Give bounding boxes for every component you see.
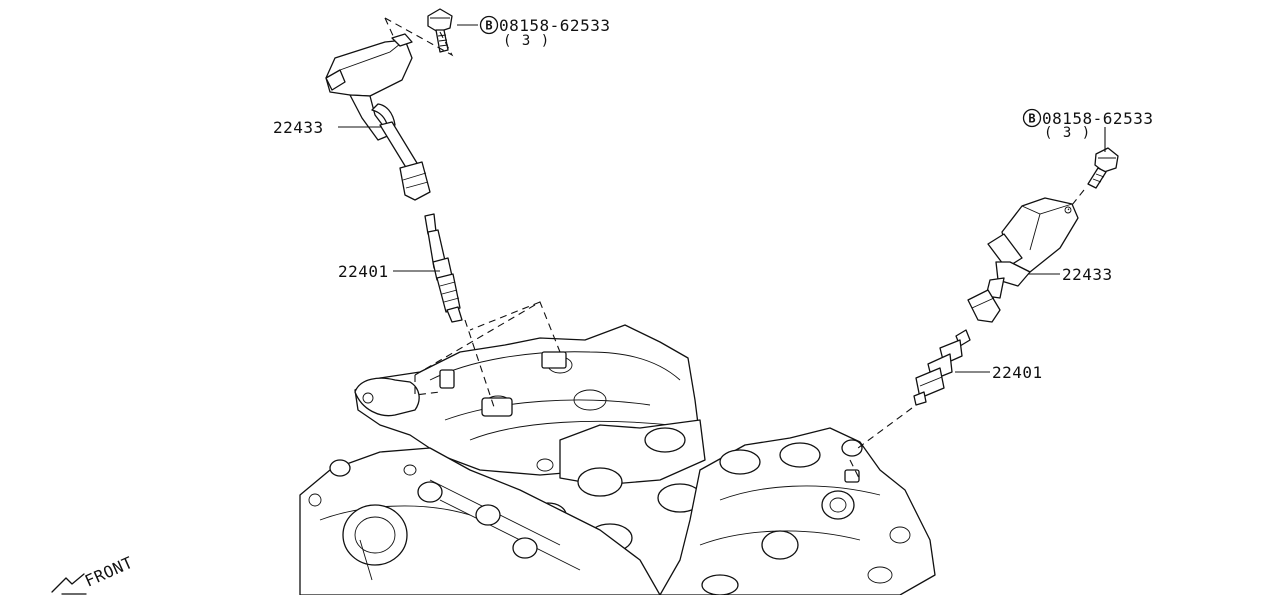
front-label: FRONT xyxy=(82,553,136,591)
ignition-coil-left xyxy=(325,33,431,201)
callout-leader-lines xyxy=(338,24,1106,373)
callout-bolt-right: B 08158-62533 ( 3 ) xyxy=(1022,108,1153,141)
part-number-plug-right: 22401 xyxy=(992,363,1043,382)
quantity-bolt-right: ( 3 ) xyxy=(1044,125,1091,141)
bolt-upper xyxy=(427,8,453,53)
spark-plug-right xyxy=(913,329,971,406)
part-number-plug-left: 22401 xyxy=(338,262,389,281)
part-number-bolt-upper: 08158-62533 xyxy=(499,16,610,35)
callout-marker-letter: B xyxy=(485,19,492,33)
quantity-bolt-upper: ( 3 ) xyxy=(503,33,550,49)
front-arrow-icon xyxy=(51,573,87,595)
assembly-dashed-lines xyxy=(384,17,1085,481)
callout-marker-circle xyxy=(479,15,499,35)
part-number-bolt-right: 08158-62533 xyxy=(1042,109,1153,128)
part-number-coil-right: 22433 xyxy=(1062,265,1113,284)
bolt-right xyxy=(1087,147,1119,189)
ignition-coil-right xyxy=(967,197,1079,323)
spark-plug-left xyxy=(424,213,463,323)
part-number-coil-left: 22433 xyxy=(273,118,324,137)
callout-bolt-upper: B 08158-62533 ( 3 ) xyxy=(479,15,610,49)
engine-cylinder-heads xyxy=(299,324,936,595)
callout-marker-circle xyxy=(1022,108,1042,128)
front-indicator: FRONT xyxy=(51,553,136,595)
callout-marker-letter: B xyxy=(1028,112,1035,126)
